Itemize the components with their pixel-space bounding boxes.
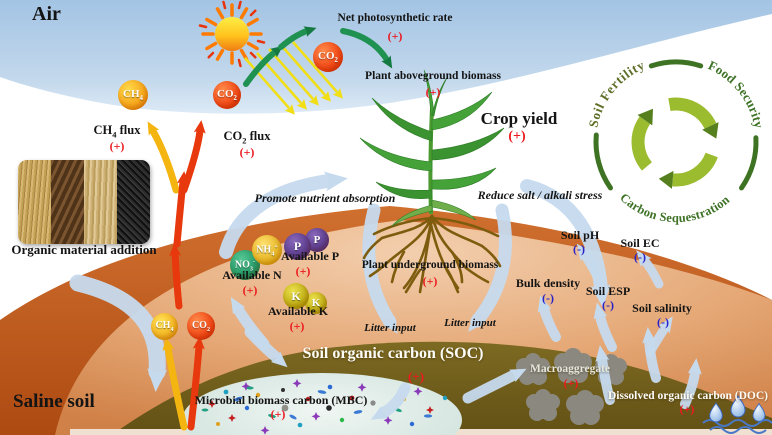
organic-material-addition-label: Organic material addition — [11, 242, 157, 257]
recycle-logo: Soil Fertility Food Security Carbon Sequ… — [585, 57, 766, 225]
straw-strip — [18, 160, 51, 244]
soc-sign: (+) — [407, 369, 425, 384]
soil-ec-label: Soil EC — [620, 236, 660, 250]
nh4-ion: NH4+ — [252, 235, 282, 265]
logo-soil-fertility: Soil Fertility — [585, 57, 646, 129]
ch4-label: CH4 — [123, 87, 143, 103]
ch4-molecule-air: CH4 — [118, 80, 148, 110]
bark-strip — [51, 160, 84, 244]
available-p-sign: (+) — [295, 264, 311, 278]
soil-esp-label: Soil ESP — [585, 284, 631, 298]
k-ion-2: K — [305, 292, 327, 314]
available-k-label: Available K — [267, 304, 329, 318]
plant-aboveground-biomass-label: Plant aboveground biomass — [365, 70, 501, 82]
plant-aboveground-biomass-sign: (+) — [425, 85, 441, 99]
soil-esp-sign: (-) — [602, 298, 614, 312]
plant-underground-biomass-sign: (+) — [422, 274, 438, 288]
co2-flux-label: CO2 flux — [223, 129, 271, 146]
k-label: K — [311, 297, 321, 309]
svg-text:Food Security: Food Security — [706, 58, 767, 130]
blue-flow-arrows — [69, 171, 702, 420]
nh4-label: NH4+ — [256, 242, 278, 258]
microbial-organisms — [201, 379, 448, 435]
no3-label: NO3- — [234, 257, 256, 273]
litter-input-right-label: Litter input — [444, 317, 496, 329]
co2-molecule-air: CO2 — [213, 81, 241, 109]
soil-ph-label: Soil pH — [560, 228, 600, 242]
no3-ion: NO3- — [230, 250, 260, 280]
corn-plant — [359, 69, 505, 294]
organic-materials-photo — [18, 160, 150, 244]
co2-molecule-photosynthesis: CO2 — [313, 42, 343, 72]
soil-salinity-label: Soil salinity — [632, 301, 692, 315]
k-label: K — [291, 288, 301, 303]
photosynthesis-arrows — [243, 26, 393, 87]
water-droplets-icon — [702, 395, 772, 434]
soil-ec-sign: (-) — [634, 250, 646, 264]
saline-soil-region-label: Saline soil — [13, 391, 95, 412]
available-n-label: Available N — [222, 268, 282, 282]
air-region-label: Air — [32, 3, 61, 25]
p-label: P — [293, 239, 302, 253]
soc-label: Soil organic carbon (SOC) — [302, 345, 484, 362]
logo-food-security: Food Security — [706, 58, 767, 130]
plant-roots — [362, 214, 502, 294]
crop-yield-label: Crop yield — [480, 109, 558, 128]
macroaggregate-label: Macroaggregate — [529, 363, 611, 375]
mbc-label: Microbial biomass carbon (MBC) — [194, 393, 368, 407]
co2-label: CO2 — [191, 319, 211, 333]
available-k-sign: (+) — [289, 319, 305, 333]
mbc-sign: (+) — [270, 407, 286, 421]
logo-carbon-sequestration: Carbon Sequestration — [617, 190, 732, 225]
recycle-arrows-icon — [631, 97, 719, 189]
reduce-salt-alkali-stress-label: Reduce salt / alkali stress — [477, 188, 603, 202]
k-ion-1: K — [283, 283, 309, 309]
bulk-density-sign: (-) — [542, 291, 554, 305]
doc-label: Dissolved organic carbon (DOC) — [607, 390, 769, 402]
co2-flux-sign: (+) — [239, 145, 255, 159]
bulk-density-label: Bulk density — [515, 276, 581, 290]
p-label: P — [313, 234, 321, 246]
co2-molecule-soil: CO2 — [187, 312, 215, 340]
promote-nutrient-absorption-label: Promote nutrient absorption — [254, 191, 396, 205]
available-p-label: Available P — [280, 249, 340, 263]
net-photosynthetic-rate-label: Net photosynthetic rate — [337, 12, 453, 24]
net-photosynthetic-rate-sign: (+) — [387, 29, 403, 43]
co2-label: CO2 — [318, 49, 338, 65]
gas-flux-arrows — [147, 120, 206, 431]
ch4-molecule-soil: CH4 — [151, 313, 178, 340]
p-ion-1: P — [284, 233, 311, 260]
available-n-sign: (+) — [242, 283, 258, 297]
fiber-strip — [84, 160, 117, 244]
soil-salinity-sign: (-) — [657, 315, 669, 329]
svg-text:Soil Fertility: Soil Fertility — [585, 57, 646, 129]
litter-input-left-label: Litter input — [364, 322, 416, 334]
ch4-flux-sign: (+) — [109, 139, 125, 153]
biochar-strip — [117, 160, 150, 244]
crop-yield-sign: (+) — [508, 129, 526, 144]
plant-underground-biomass-label: Plant underground biomass — [361, 259, 499, 271]
co2-label: CO2 — [217, 87, 237, 103]
plant-leaves — [359, 69, 505, 227]
svg-text:Carbon Sequestration: Carbon Sequestration — [617, 190, 732, 225]
macroaggregate-sign: (+) — [563, 376, 579, 390]
ch4-flux-label: CH4 flux — [93, 123, 141, 140]
doc-sign: (+) — [679, 402, 695, 416]
soil-ph-sign: (-) — [573, 242, 585, 256]
ch4-label: CH4 — [155, 320, 174, 333]
